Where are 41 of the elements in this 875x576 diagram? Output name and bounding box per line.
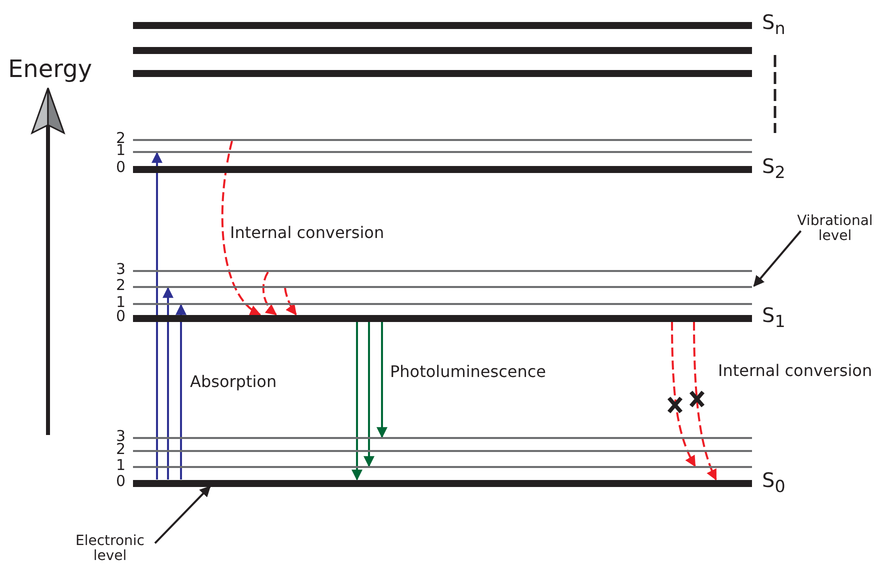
vibrational-level-line <box>133 437 752 439</box>
callout-text: Vibrational level <box>790 214 875 245</box>
process-label: Internal conversion <box>230 224 384 242</box>
level-number: 1 <box>116 294 126 310</box>
vibrational-level-line <box>133 286 752 288</box>
level-number: 0 <box>116 473 126 490</box>
leader-line <box>753 230 802 287</box>
vibrational-level-line <box>133 303 752 305</box>
state-label: S$_{0}$ <box>762 469 786 496</box>
process-label: Internal conversion <box>718 362 872 380</box>
level-number: 0 <box>116 308 126 324</box>
process-label: Photoluminescence <box>390 363 546 381</box>
transition-arrow <box>176 304 186 480</box>
process-label: Absorption <box>190 373 277 391</box>
transition-arrow <box>364 322 374 468</box>
transition-arrow <box>352 322 362 481</box>
level-number: 2 <box>116 441 126 458</box>
transition-arrow <box>221 140 261 316</box>
state-label: S$_{1}$ <box>762 304 786 332</box>
transition-arrow <box>693 322 717 480</box>
transition-arrow <box>162 286 174 480</box>
leader-line <box>154 486 211 544</box>
vibrational-level-line <box>133 466 752 468</box>
state-label: S$_{n}$ <box>762 11 786 38</box>
transition-arrow <box>284 288 297 316</box>
transition-arrow <box>262 272 277 316</box>
level-number: 0 <box>116 159 126 176</box>
transition-arrow <box>376 322 388 438</box>
vibrational-level-line <box>133 270 752 272</box>
axis-title: Energy <box>8 56 92 82</box>
state-label: S$_{2}$ <box>762 155 786 182</box>
level-number: 2 <box>116 277 126 294</box>
level-number: 1 <box>116 457 126 474</box>
callout-text: Electronic level <box>60 534 160 565</box>
vibrational-level-line <box>133 151 752 153</box>
level-number: 3 <box>116 261 126 278</box>
transition-arrow <box>152 152 162 480</box>
transition-arrow <box>671 322 696 467</box>
level-number: 1 <box>116 142 126 158</box>
vibrational-level-line <box>133 450 752 452</box>
vibrational-level-line <box>133 139 752 141</box>
